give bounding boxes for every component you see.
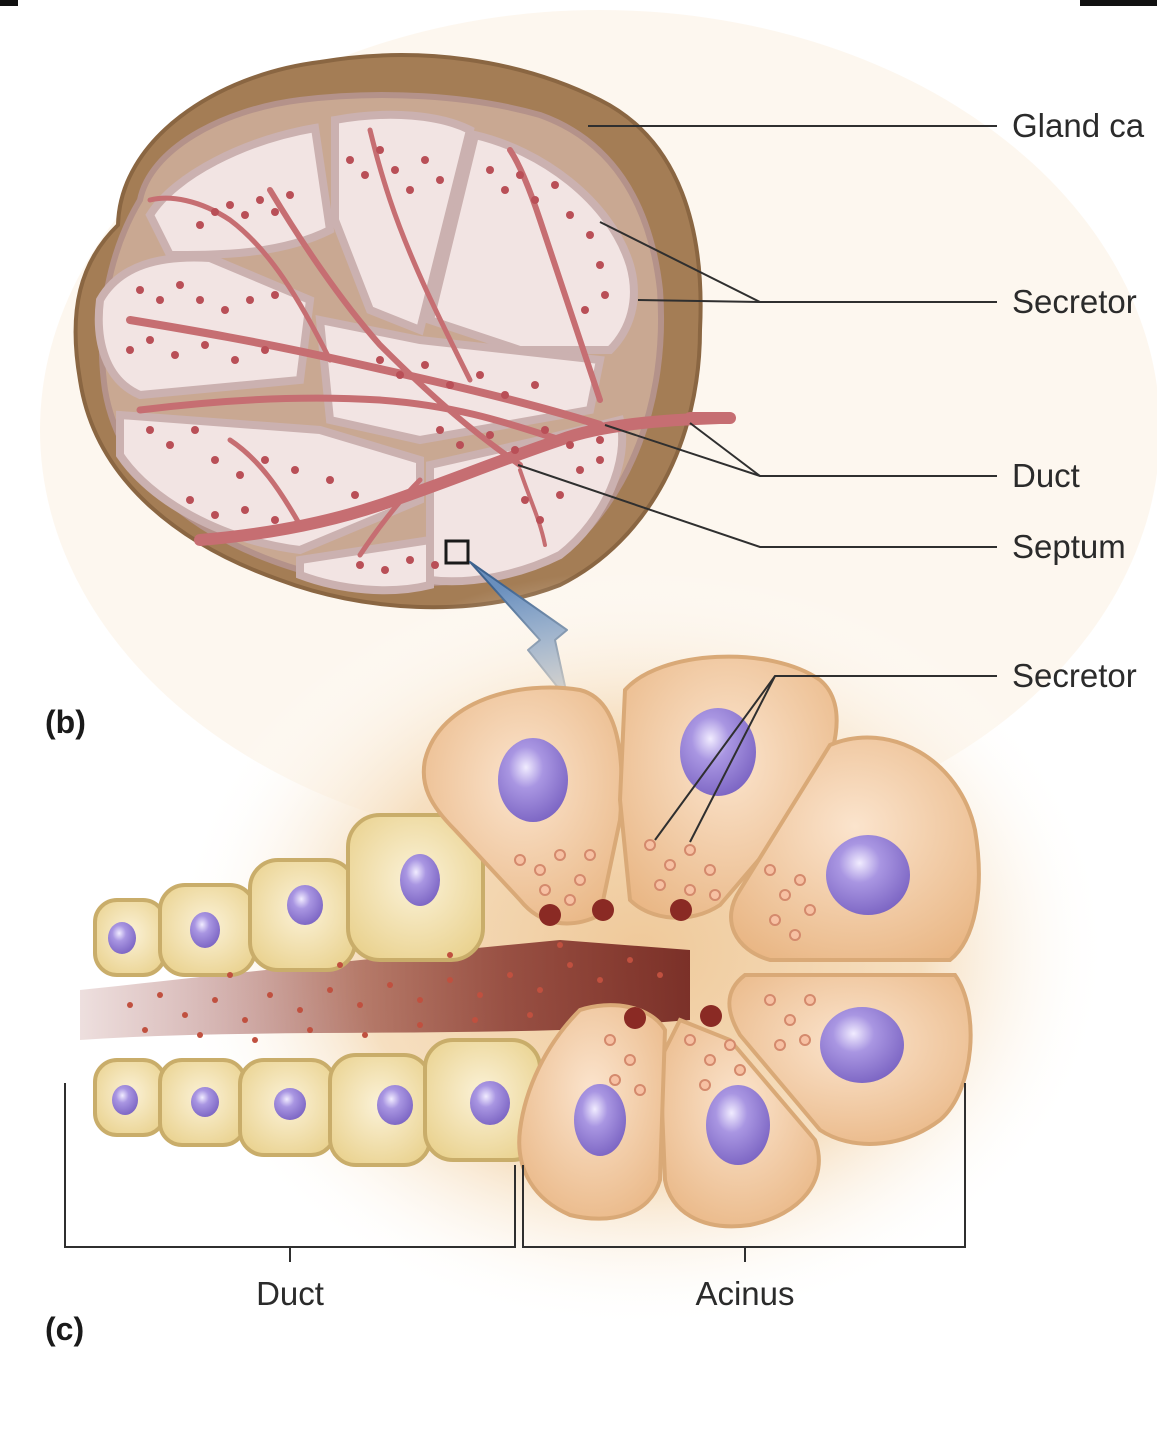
nucleus	[400, 854, 440, 906]
nucleus	[108, 922, 136, 954]
secretory-units	[126, 146, 609, 574]
secretory-vesicles	[514, 839, 816, 1096]
main-duct	[194, 412, 726, 546]
label-secretory-vesicles: Secretor	[1012, 657, 1137, 694]
lobule	[315, 315, 605, 445]
nucleus	[706, 1085, 770, 1165]
label-gland-capsule: Gland ca	[1012, 107, 1145, 144]
duct-tree	[126, 127, 726, 558]
leader-duct-top-2	[689, 422, 761, 477]
nucleus	[274, 1088, 306, 1120]
label-duct-bottom: Duct	[256, 1275, 324, 1312]
nucleus	[826, 835, 910, 915]
lobule	[145, 123, 335, 260]
duct-nuclei	[108, 854, 510, 1125]
acinar-nuclei	[498, 708, 910, 1165]
nucleus	[377, 1085, 413, 1125]
label-secretory-units: Secretor	[1012, 283, 1137, 320]
nucleus	[287, 885, 323, 925]
secretion-granules	[539, 899, 722, 1029]
acinus-illustration	[64, 570, 1110, 1330]
label-septum: Septum	[1012, 528, 1126, 565]
duct-lumen	[80, 940, 690, 1040]
nucleus	[574, 1084, 626, 1156]
nucleus	[112, 1085, 138, 1115]
nucleus	[680, 708, 756, 796]
leader-secretory-bottom-2	[689, 675, 776, 843]
lobule	[296, 535, 434, 595]
lobule	[94, 253, 315, 400]
panel-label-b: (b)	[45, 704, 86, 740]
lobule	[425, 130, 638, 354]
label-duct-top: Duct	[1012, 457, 1080, 494]
lobule	[331, 110, 475, 336]
leader-secretory-top-2	[637, 299, 761, 303]
nucleus	[190, 912, 220, 948]
corner-mark-right	[1080, 0, 1157, 6]
lumen-secretion-dots	[127, 942, 663, 1043]
leader-septum	[517, 464, 997, 548]
label-acinus: Acinus	[695, 1275, 794, 1312]
nucleus	[498, 738, 568, 822]
nucleus	[191, 1087, 219, 1117]
nucleus	[820, 1007, 904, 1083]
zoom-box	[444, 539, 470, 565]
leader-lines	[517, 125, 997, 843]
corner-mark-left	[0, 0, 18, 6]
gland-illustration	[40, 10, 1157, 850]
panel-label-c: (c)	[45, 1311, 84, 1347]
nucleus	[470, 1081, 510, 1125]
